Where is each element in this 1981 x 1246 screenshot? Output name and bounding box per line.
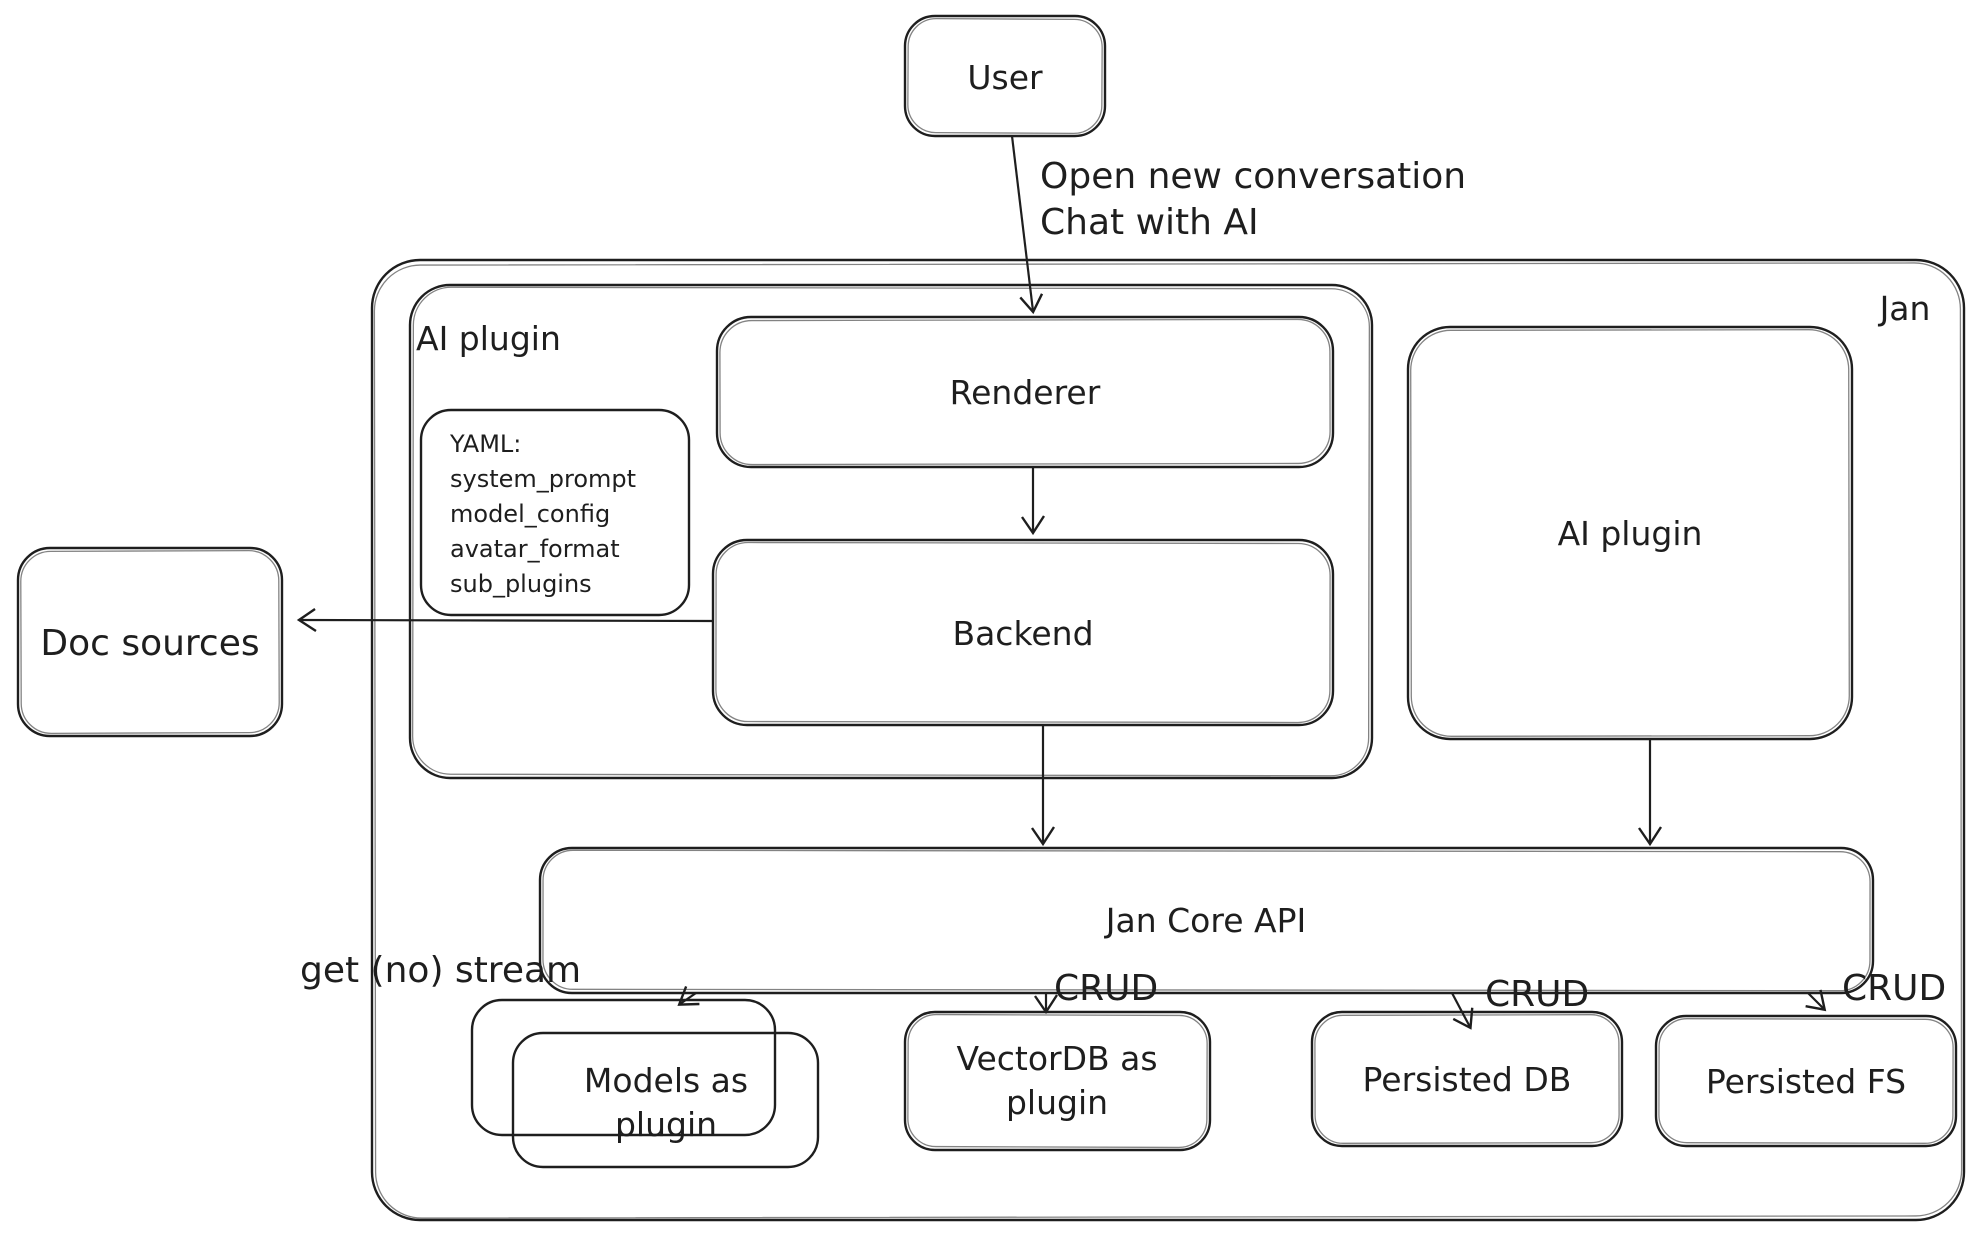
models-front-box <box>511 1031 820 1169</box>
yaml-note-line: sub_plugins <box>450 570 592 598</box>
renderer-node: Renderer <box>715 315 1335 469</box>
renderer-label: Renderer <box>950 373 1101 412</box>
yaml-note: YAML: system_prompt model_config avatar_… <box>419 408 691 617</box>
models-as-plugin-label-line2: plugin <box>615 1105 717 1144</box>
doc-sources-node: Doc sources <box>16 546 284 738</box>
backend-node: Backend <box>711 538 1335 727</box>
jan-container-label: Jan <box>1878 289 1931 328</box>
edge-user-to-renderer <box>1010 135 1044 315</box>
yaml-note-line: YAML: <box>449 430 521 458</box>
vectordb-label-line1: VectorDB as <box>956 1039 1157 1078</box>
models-as-plugin-label-line1: Models as <box>584 1061 748 1100</box>
jan-core-api-label: Jan Core API <box>1104 901 1306 940</box>
models-as-plugin-node: Models as plugin <box>470 998 820 1169</box>
persisted-fs-label: Persisted FS <box>1706 1062 1906 1101</box>
edge-core-to-persisted-fs <box>1805 989 1827 1012</box>
ai-plugin-right-label: AI plugin <box>1558 514 1703 553</box>
persisted-fs-node: Persisted FS <box>1654 1014 1958 1148</box>
backend-label: Backend <box>952 614 1093 653</box>
vectordb-label-line2: plugin <box>1006 1083 1108 1122</box>
persisted-db-node: Persisted DB <box>1310 1010 1624 1148</box>
edge-label-get-no-stream: get (no) stream <box>300 950 581 991</box>
jan-container-node: Jan <box>370 258 1966 1222</box>
yaml-note-line: model_config <box>450 500 610 528</box>
edge-backend-to-doc-sources <box>296 608 714 633</box>
ai-plugin-right-node: AI plugin <box>1406 325 1854 741</box>
ai-plugin-container-node: AI plugin <box>408 283 1374 780</box>
edge-label-user-to-renderer: Open new conversation Chat with AI <box>1040 156 1466 243</box>
models-back-box <box>470 998 777 1137</box>
edge-core-to-persisted-db <box>1451 992 1474 1030</box>
user-label: User <box>967 58 1043 97</box>
vectordb-node: VectorDB as plugin <box>903 1010 1212 1152</box>
edge-label-line2: Chat with AI <box>1040 202 1259 243</box>
persisted-db-label: Persisted DB <box>1363 1060 1572 1099</box>
ai-plugin-container-label: AI plugin <box>416 319 561 358</box>
edge-label-line1: Open new conversation <box>1040 156 1466 197</box>
edge-label-crud-persisted-db: CRUD <box>1485 974 1589 1015</box>
edge-core-to-models <box>677 986 700 1006</box>
yaml-note-line: avatar_format <box>450 535 620 563</box>
yaml-note-line: system_prompt <box>450 465 636 493</box>
jan-core-api-node: Jan Core API <box>538 846 1875 995</box>
doc-sources-label: Doc sources <box>40 623 259 664</box>
edge-label-crud-persisted-fs: CRUD <box>1842 968 1946 1009</box>
user-node: User <box>903 14 1107 138</box>
edge-label-crud-vectordb: CRUD <box>1054 968 1158 1009</box>
